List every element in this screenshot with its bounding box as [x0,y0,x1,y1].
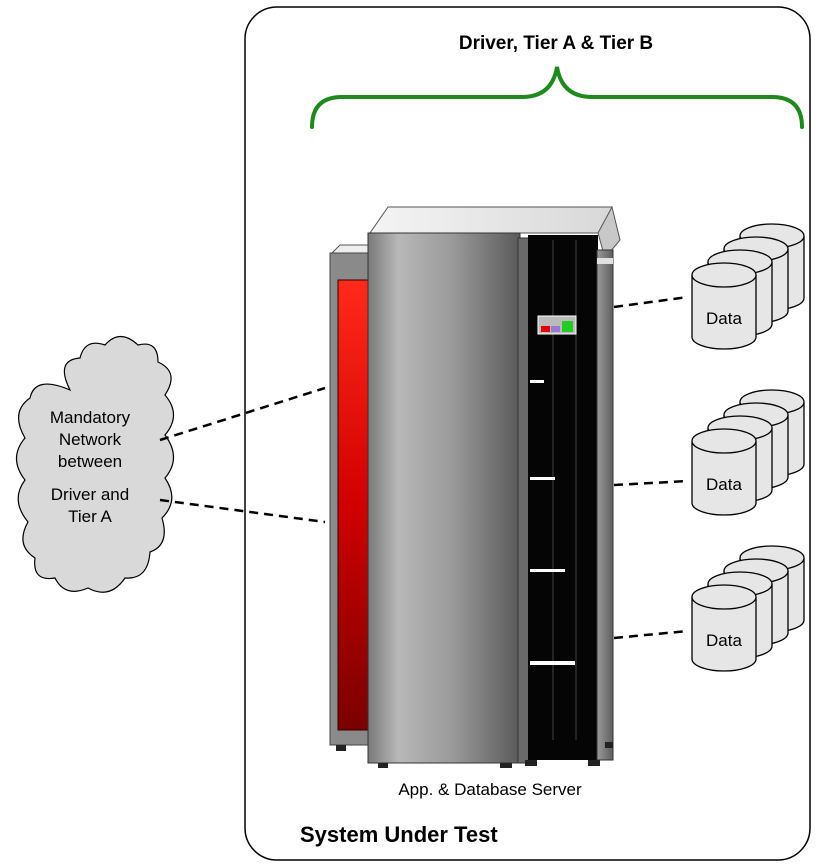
system-under-test-title: System Under Test [300,822,498,847]
data-label: Data [706,309,742,328]
network-line-5: Tier A [68,507,112,526]
network-cloud: Mandatory Network between Driver and Tie… [15,335,175,593]
network-line-3: between [58,452,122,471]
server-caption: App. & Database Server [398,780,582,799]
network-line-1: Mandatory [50,408,131,427]
network-line-2: Network [59,430,122,449]
data-connection-3 [613,629,689,640]
data-label: Data [706,631,742,650]
data-label: Data [706,475,742,494]
server-icon [329,205,621,768]
network-line-4: Driver and [51,485,129,504]
network-connection-lower [159,498,326,524]
data-connection-1 [613,295,689,309]
data-store-2: Data [691,389,805,516]
data-connection-2 [613,479,689,487]
tier-title: Driver, Tier A & Tier B [459,33,653,54]
data-store-3: Data [691,545,805,672]
cloud-icon [15,335,175,593]
data-store-1: Data [691,223,805,350]
tier-brace [310,66,804,129]
